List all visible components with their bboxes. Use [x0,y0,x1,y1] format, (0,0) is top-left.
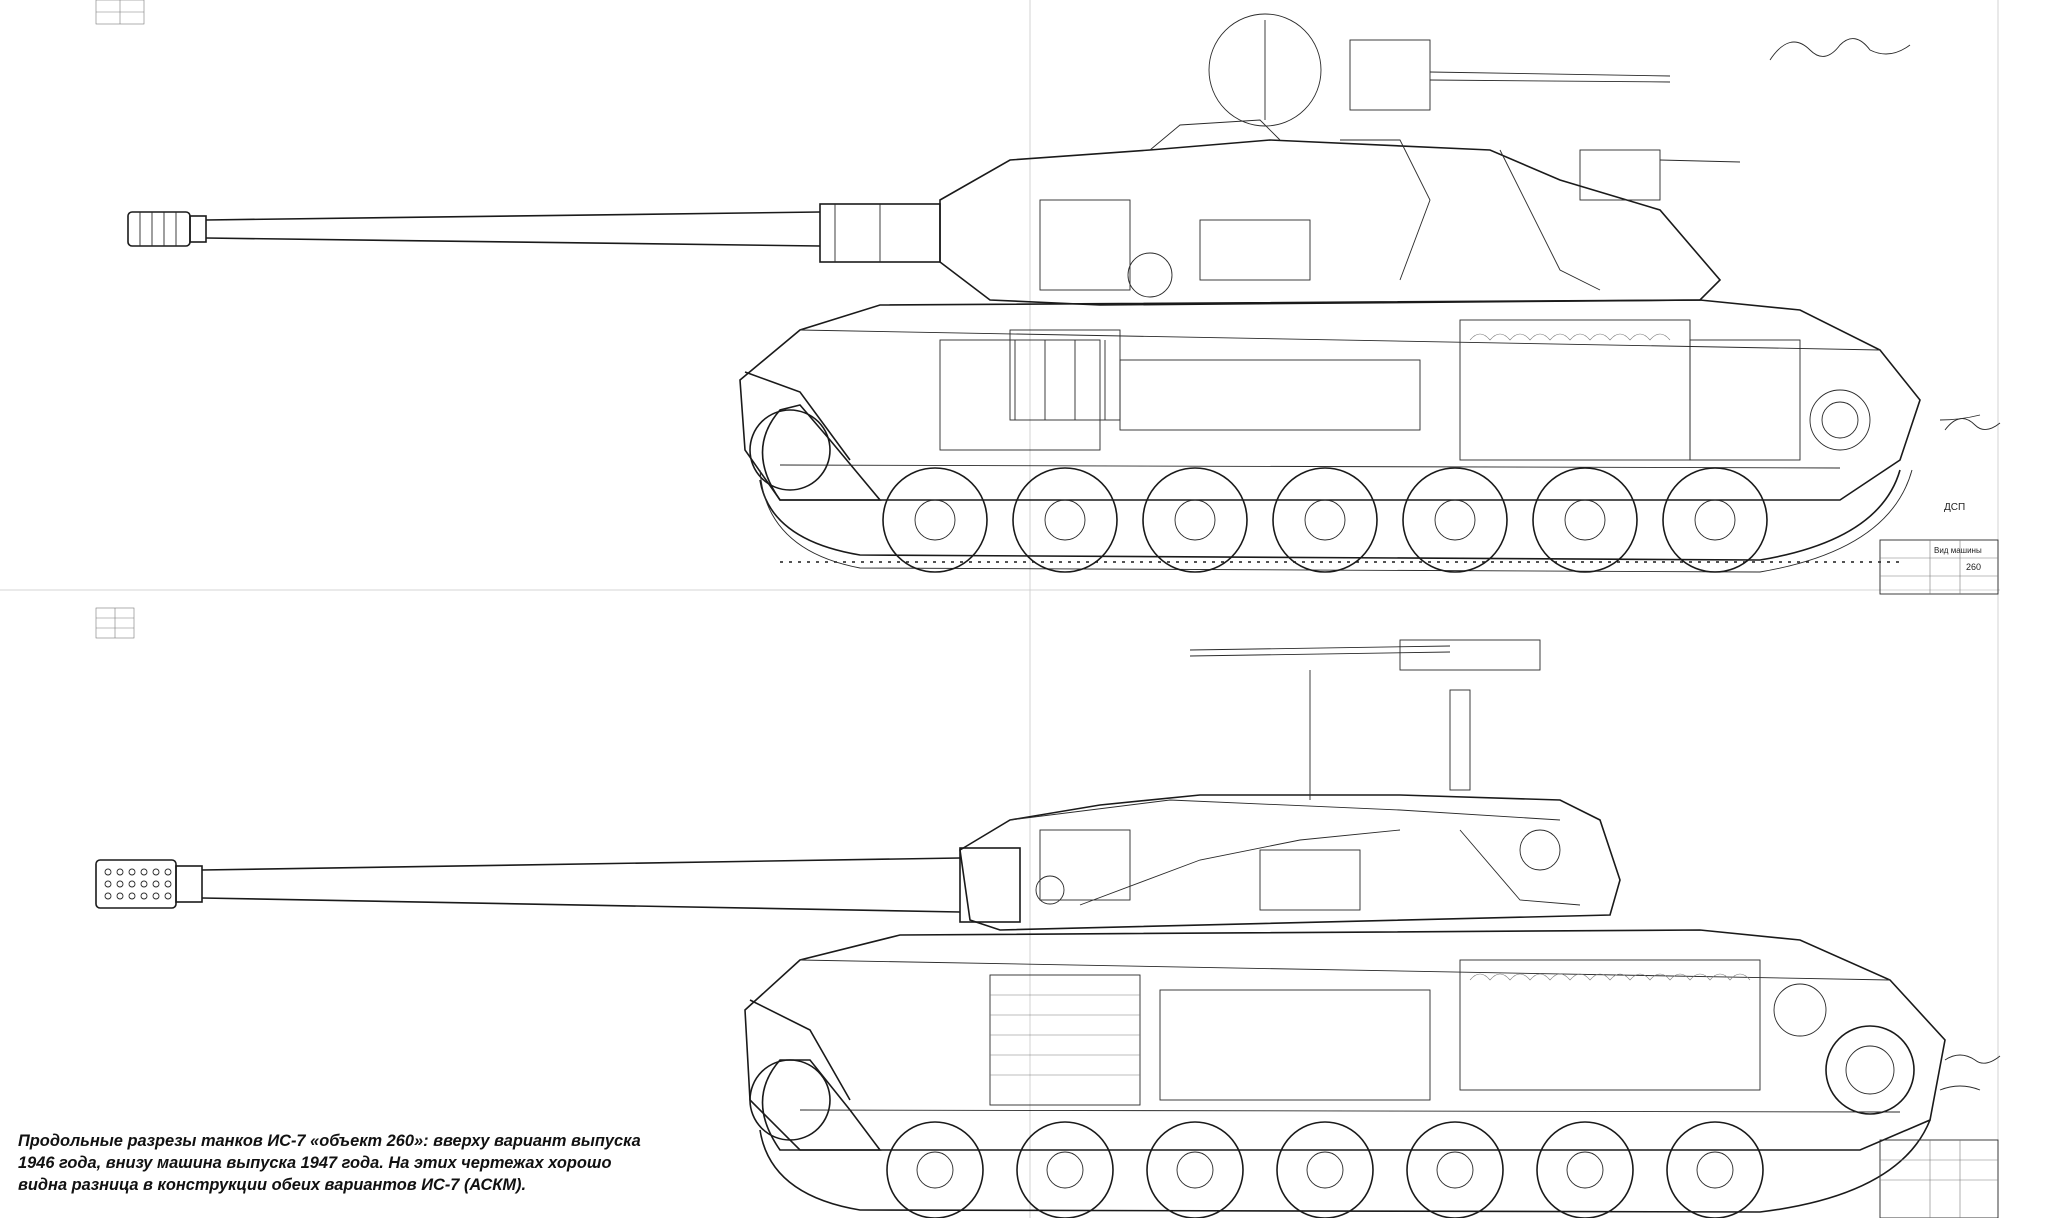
muzzle-brake-bottom [95,859,203,909]
handwritten-annotations-top [1769,38,2001,431]
caption-line-1: Продольные разрезы танков ИС-7 «объект 2… [18,1132,641,1150]
turret-bottom [959,639,1621,931]
caption-line-3: видна разница в конструкции обеих вариан… [18,1176,527,1194]
hull-top [739,299,1921,501]
title-cell-0: Вид машины [1934,546,1982,555]
handwritten-annotations-bottom [1939,1054,2001,1091]
title-block-bottom [1879,1139,1999,1218]
gun-barrel-top [205,203,941,263]
figure-caption: Продольные разрезы танков ИС-7 «объект 2… [18,1130,641,1196]
running-gear-top [749,404,1913,573]
gun-barrel-bottom [201,847,1021,923]
running-gear-bottom [749,1059,1931,1218]
title-block-top: Вид машины 260 ДСП [1879,502,1999,595]
title-cell-1: 260 [1966,562,1981,572]
caption-line-2: 1946 года, внизу машина выпуска 1947 год… [18,1154,612,1172]
hull-bottom [744,929,1946,1151]
road-wheels-bottom [886,1121,1764,1218]
tank-cutaway-1946: Вид машины 260 ДСП [127,13,2001,595]
turret-top [939,13,1741,306]
title-cell-2: ДСП [1944,502,1965,513]
road-wheels-top [882,467,1768,573]
sheet-guides [0,0,2000,1218]
muzzle-brake-top [127,211,207,247]
tank-cutaway-1947 [95,639,2001,1218]
